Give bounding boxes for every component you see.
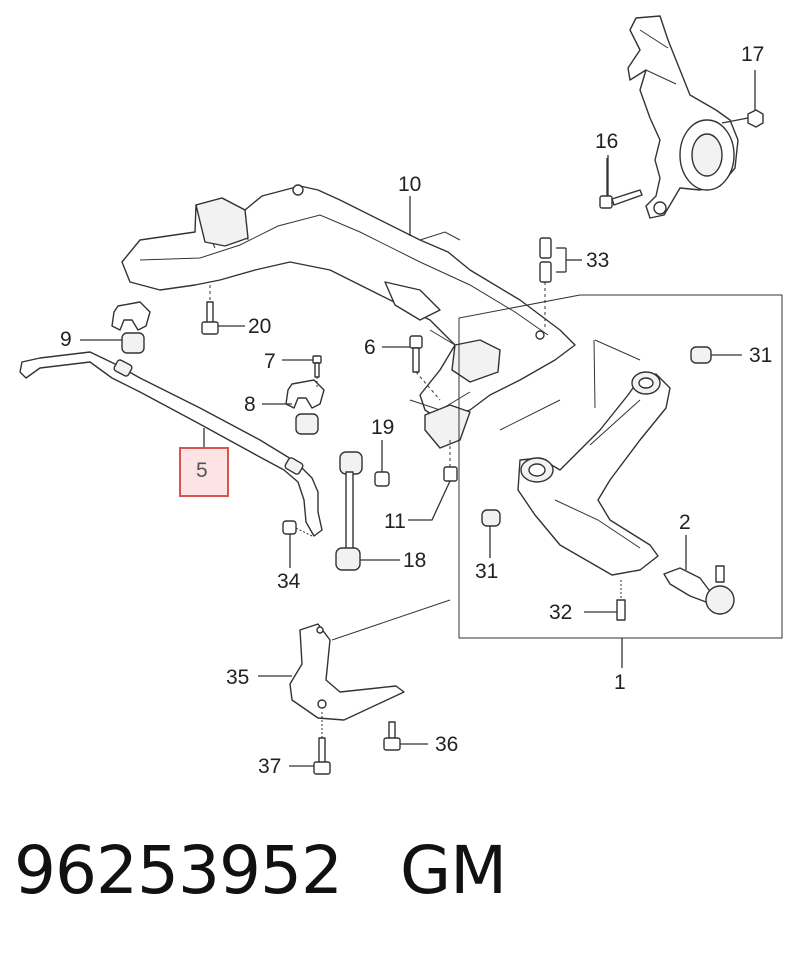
bolt-20 [201, 285, 245, 335]
callout-33: 33 [586, 249, 610, 272]
nut-34 [282, 520, 313, 568]
callout-6: 6 [364, 336, 376, 359]
control-arm-group [458, 294, 783, 668]
bolt-32 [584, 580, 626, 621]
bolt-7 [282, 355, 322, 388]
callout-19: 19 [371, 416, 395, 439]
callout-31-upper: 31 [749, 344, 773, 367]
leader-arm [499, 399, 561, 431]
bolt-6 [382, 335, 441, 401]
bolts-33 [539, 237, 582, 330]
callout-2: 2 [679, 511, 691, 534]
callout-7: 7 [264, 350, 276, 373]
highlight-box [179, 447, 229, 497]
callout-8: 8 [244, 393, 256, 416]
callout-17: 17 [741, 43, 765, 66]
callout-31-lower: 31 [475, 560, 499, 583]
callout-34: 34 [277, 570, 301, 593]
callout-9: 9 [60, 328, 72, 351]
callout-37: 37 [258, 755, 282, 778]
callout-16: 16 [595, 130, 619, 153]
callout-11: 11 [384, 510, 406, 533]
part-number: 96253952 [14, 832, 343, 909]
bolt-36 [383, 721, 428, 751]
nut-17 [721, 70, 764, 128]
bushing-8 [262, 379, 325, 435]
nut-19 [374, 440, 390, 487]
callout-18: 18 [403, 549, 427, 572]
bushing-9 [80, 301, 151, 354]
callout-36: 36 [435, 733, 459, 756]
callout-35: 35 [226, 666, 250, 689]
callout-20: 20 [248, 315, 272, 338]
brand-label: GM [399, 832, 507, 909]
bushing-31-lower [481, 509, 501, 558]
callout-1: 1 [614, 671, 626, 694]
stabilizer-link [335, 451, 400, 571]
steering-knuckle [627, 15, 739, 219]
stabilizer-bar [19, 351, 323, 537]
bushing-31-upper [690, 346, 742, 364]
nut-11 [408, 440, 458, 521]
ball-joint [663, 535, 735, 615]
bolt-37 [289, 712, 331, 775]
part-footer: 96253952 GM [14, 832, 507, 909]
callout-32: 32 [549, 601, 573, 624]
bolt-16 [599, 158, 643, 209]
callout-5: 5 [196, 459, 208, 482]
bracket [258, 599, 451, 721]
callout-10: 10 [398, 173, 422, 196]
